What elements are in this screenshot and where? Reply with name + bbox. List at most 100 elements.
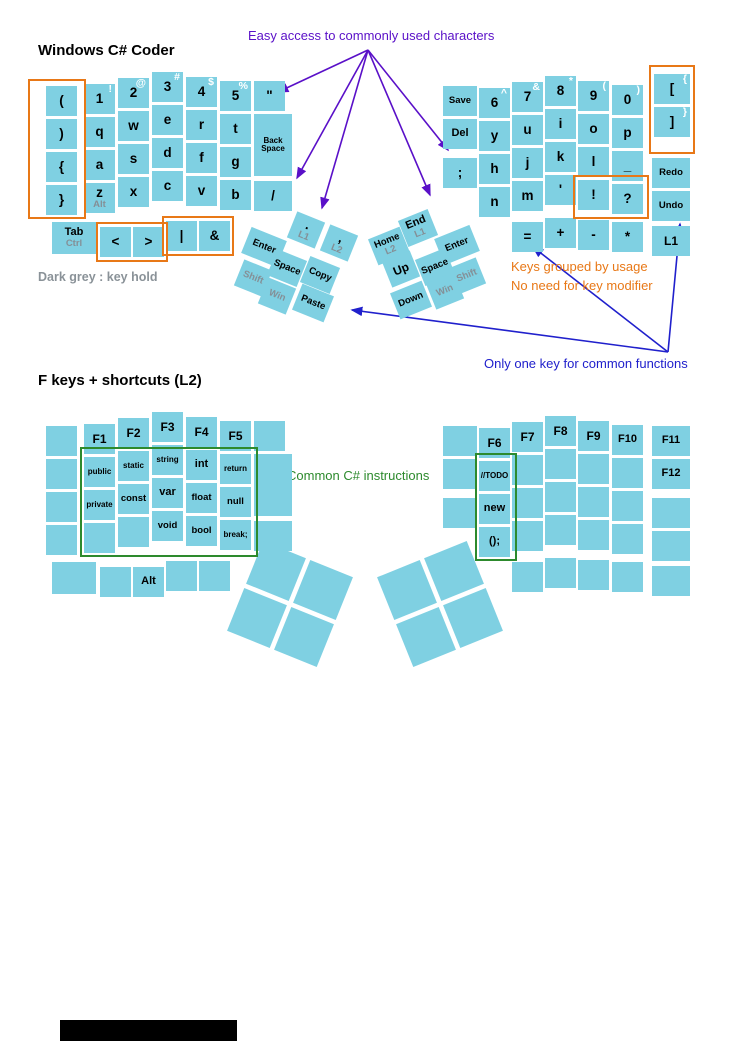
keyboard-key <box>46 525 77 555</box>
keyboard-key <box>46 426 77 456</box>
keyboard-key <box>578 454 609 484</box>
keyboard-key: F5 <box>220 421 251 451</box>
key-label: p <box>623 124 632 140</box>
green-highlight-box <box>475 453 517 561</box>
keyboard-key: %5 <box>220 80 251 111</box>
keyboard-key: r <box>186 110 217 140</box>
key-label: } <box>58 191 65 207</box>
key-hold-label: Shift <box>241 268 266 287</box>
keyboard-key: v <box>186 176 217 206</box>
keyboard-key: !1 <box>84 83 115 114</box>
key-label: s <box>129 150 138 166</box>
key-label: F7 <box>520 429 535 444</box>
key-label: Back Space <box>261 135 285 153</box>
keyboard-key: u <box>512 115 543 145</box>
keyboard-key: int <box>186 450 217 480</box>
key-label: z <box>96 184 103 200</box>
key-label: //TODO <box>480 470 509 480</box>
key-label: d <box>163 144 172 160</box>
key-shift-character: ( <box>602 80 607 92</box>
key-shift-character: & <box>532 81 540 93</box>
keyboard-key: ) <box>46 119 77 149</box>
key-shift-character: } <box>682 106 687 118</box>
key-label: F12 <box>661 467 681 480</box>
keyboard-key: < <box>100 227 131 257</box>
keyboard-key <box>652 566 690 596</box>
key-label: 5 <box>231 87 240 103</box>
keyboard-key: bool <box>186 516 217 546</box>
keyboard-key: F2 <box>118 418 149 448</box>
keyboard-key <box>578 487 609 517</box>
key-label: 0 <box>623 91 632 107</box>
keyboard-key: | <box>166 221 197 251</box>
key-label: | <box>179 227 184 243</box>
key-shift-character: % <box>238 80 248 92</box>
key-label: - <box>591 226 596 242</box>
keyboard-key: L1 <box>652 226 690 256</box>
key-shift-character: ^ <box>500 87 507 99</box>
key-label: ] <box>669 113 675 129</box>
keyboard-key: n <box>479 187 510 217</box>
key-label: q <box>95 123 104 139</box>
key-label: Paste <box>299 292 327 313</box>
orange-highlight-box <box>162 216 234 256</box>
keyboard-key: c <box>152 171 183 201</box>
keyboard-key <box>612 524 643 554</box>
keyboard-key <box>652 531 690 561</box>
grouped-usage-annotation: Keys grouped by usage <box>511 259 648 274</box>
keyboard-key: $4 <box>186 76 217 107</box>
keyboard-key: //TODO <box>479 461 510 491</box>
keyboard-key <box>46 459 77 489</box>
keyboard-key: ( <box>46 86 77 116</box>
key-label: 3 <box>163 78 172 94</box>
keyboard-key: F4 <box>186 417 217 447</box>
key-label: F1 <box>92 431 107 446</box>
key-label: j <box>525 154 530 170</box>
key-label: + <box>556 224 565 240</box>
key-label: & <box>209 227 220 243</box>
key-label: F4 <box>194 424 209 439</box>
key-label: Undo <box>658 200 684 212</box>
key-label: bool <box>191 525 212 537</box>
key-label: ( <box>59 92 64 108</box>
keyboard-key: F10 <box>612 425 643 455</box>
key-label: 7 <box>523 88 532 104</box>
keyboard-key: } <box>46 185 77 215</box>
key-label: F5 <box>228 428 243 443</box>
keyboard-key <box>512 488 543 518</box>
keyboard-key: Save <box>443 86 477 116</box>
key-label: break; <box>223 529 248 539</box>
keyboard-key <box>612 491 643 521</box>
keyboard-key <box>443 498 477 528</box>
keyboard-key: F9 <box>578 421 609 451</box>
key-label: _ <box>623 157 632 173</box>
key-label: Redo <box>659 167 683 179</box>
keyboard-key: #3 <box>152 71 183 102</box>
key-label: Alt <box>141 575 156 588</box>
key-label: r <box>198 116 205 132</box>
keyboard-key <box>443 588 503 648</box>
keyboard-key: var <box>152 478 183 508</box>
keyboard-key <box>274 607 334 667</box>
main-layer-title: Windows C# Coder <box>38 42 175 59</box>
key-label: float <box>191 492 212 504</box>
keyboard-key: float <box>186 483 217 513</box>
key-label: F3 <box>160 419 175 434</box>
key-label: 6 <box>490 94 499 110</box>
key-label: " <box>266 87 273 103</box>
common-cs-annotation: Common C# instructions <box>287 468 430 483</box>
key-label: const <box>120 493 147 505</box>
keyboard-key <box>612 562 643 592</box>
key-label: null <box>227 496 244 508</box>
key-label: Space <box>272 257 303 278</box>
key-hold-label: Ctrl <box>65 237 83 249</box>
keyboard-key: Down <box>389 280 433 320</box>
keyboard-key <box>545 515 576 545</box>
keyboard-key: l <box>578 147 609 177</box>
key-label: h <box>490 160 499 176</box>
key-label: (); <box>489 535 500 548</box>
keyboard-key: null <box>220 487 251 517</box>
keyboard-key: " <box>254 81 285 111</box>
